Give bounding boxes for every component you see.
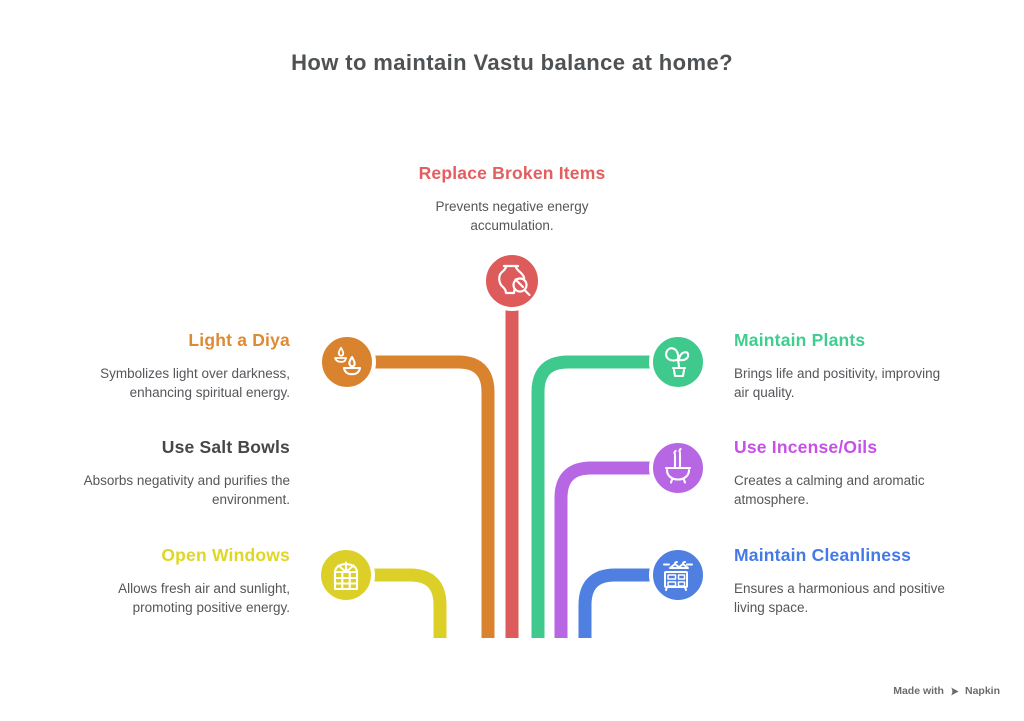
incense-burner-icon	[664, 447, 692, 484]
node-maintain-plants: Maintain Plants Brings life and positivi…	[734, 330, 996, 402]
node-description: Ensures a harmonious and positive living…	[734, 581, 945, 615]
diya-lamp-icon	[334, 346, 362, 376]
node-label: Light a Diya	[188, 330, 290, 350]
branch-maintain-cleanliness	[578, 568, 678, 638]
node-label: Maintain Cleanliness	[734, 545, 912, 565]
arched-window-icon	[333, 561, 359, 591]
pen-nib-icon	[950, 686, 959, 696]
node-label: Use Incense/Oils	[734, 437, 878, 457]
potted-plant-icon	[665, 347, 690, 378]
branch-light-a-diya	[347, 355, 495, 638]
wardrobe-hangers-icon	[663, 561, 693, 591]
branch-open-windows	[346, 568, 447, 638]
branch-maintain-plants	[531, 355, 678, 638]
page-title: How to maintain Vastu balance at home?	[291, 50, 733, 75]
node-description: Creates a calming and aromatic atmospher…	[734, 473, 925, 507]
node-replace-broken-items: Replace Broken Items Prevents negative e…	[362, 163, 662, 235]
node-use-incense-oils: Use Incense/Oils Creates a calming and a…	[734, 437, 996, 509]
node-description: Symbolizes light over darkness, enhancin…	[100, 366, 290, 400]
node-description: Absorbs negativity and purifies the envi…	[83, 473, 290, 507]
salt-bowl-icon	[332, 458, 356, 478]
node-label: Open Windows	[161, 545, 290, 565]
node-maintain-cleanliness: Maintain Cleanliness Ensures a harmoniou…	[734, 545, 996, 617]
branch-use-salt-bowls	[344, 461, 471, 638]
node-light-a-diya: Light a Diya Symbolizes light over darkn…	[28, 330, 290, 402]
watermark-brand: Napkin	[964, 685, 1000, 697]
node-circle-light-a-diya	[318, 333, 376, 391]
broken-vase-repair-icon	[498, 264, 531, 297]
node-open-windows: Open Windows Allows fresh air and sunlig…	[28, 545, 290, 617]
node-circle-replace-broken-items	[482, 251, 542, 311]
node-label: Use Salt Bowls	[161, 437, 290, 457]
branches	[344, 285, 678, 638]
node-description: Allows fresh air and sunlight, promoting…	[118, 581, 290, 615]
node-circle-open-windows	[317, 546, 375, 604]
node-description: Prevents negative energy accumulation.	[435, 199, 589, 233]
node-label: Maintain Plants	[734, 330, 866, 350]
node-description: Brings life and positivity, improving ai…	[734, 366, 941, 400]
node-use-salt-bowls: Use Salt Bowls Absorbs negativity and pu…	[28, 437, 290, 509]
watermark[interactable]: Made with Napkin	[893, 685, 1000, 697]
watermark-text: Made with	[893, 685, 944, 697]
node-label: Replace Broken Items	[418, 163, 606, 183]
branch-use-incense-oils	[554, 461, 678, 638]
